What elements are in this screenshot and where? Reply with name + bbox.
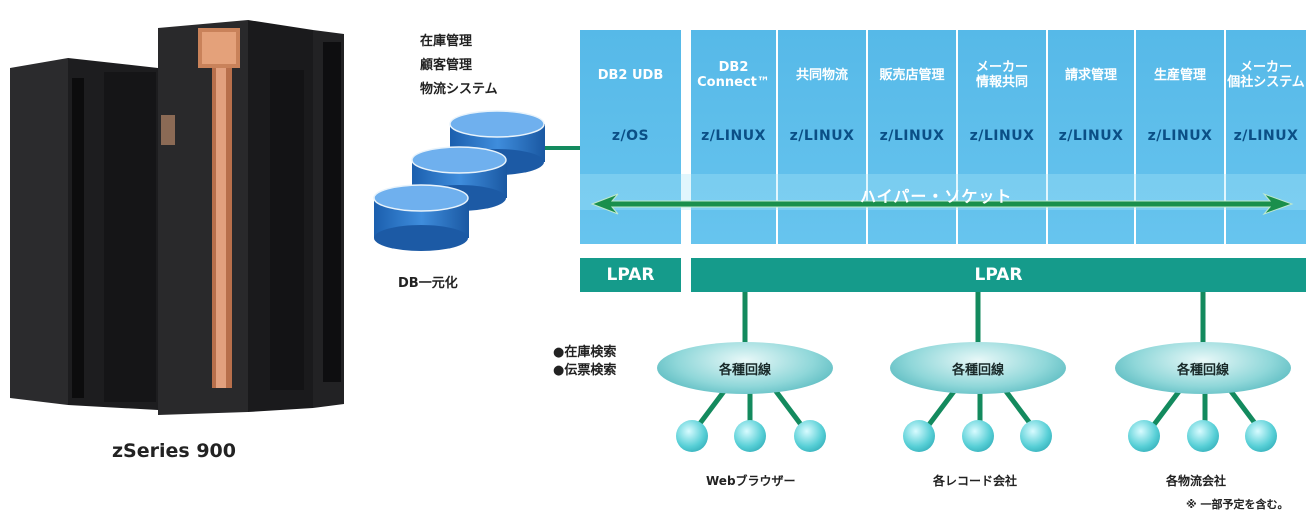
hipersocket-label: ハイパー・ソケット [860, 187, 1013, 206]
client-node [734, 420, 766, 452]
group-label-record: 各レコード会社 [933, 474, 1018, 488]
partition-db2-udb: DB2 UDB z/OS [580, 30, 681, 244]
partition-os: z/LINUX [879, 128, 945, 144]
partition-os: z/LINUX [701, 128, 766, 144]
partition-joint-logistics: 共同物流 z/LINUX [778, 30, 866, 244]
db-label-logistics: 物流システム [420, 82, 498, 97]
db-system-labels: 在庫管理 顧客管理 物流システム [420, 30, 498, 102]
group-label-web: Webブラウザー [706, 474, 796, 488]
client-node [676, 420, 708, 452]
db-label-customer: 顧客管理 [420, 58, 473, 73]
partition-os: z/LINUX [789, 128, 855, 144]
partition-os: z/LINUX [1147, 128, 1213, 144]
network-ellipse-logistics: 各種回線 [1115, 342, 1291, 394]
client-node [1020, 420, 1052, 452]
partition-title: 共同物流 [795, 67, 848, 83]
partition-maker-systems: メーカー 個社システム z/LINUX [1226, 30, 1306, 244]
zseries-server-illustration [8, 20, 348, 415]
partition-dealer-management: 販売店管理 z/LINUX [868, 30, 956, 244]
partition-maker-info-sharing: メーカー 情報共同 z/LINUX [958, 30, 1046, 244]
client-node [1128, 420, 1160, 452]
search-item-slip: ●伝票検索 [553, 363, 617, 378]
partition-os: z/LINUX [1058, 128, 1124, 144]
client-node [1187, 420, 1219, 452]
client-node [1245, 420, 1277, 452]
partition-os: z/LINUX [969, 128, 1035, 144]
partition-title: DB2 Connect™ [697, 60, 770, 90]
partition-os: z/OS [611, 128, 650, 144]
client-node [903, 420, 935, 452]
database-cylinders-icon [373, 110, 545, 251]
group-label-logistics: 各物流会社 [1166, 474, 1227, 488]
partition-production: 生産管理 z/LINUX [1136, 30, 1224, 244]
server-caption: zSeries 900 [112, 440, 236, 462]
partition-billing: 請求管理 z/LINUX [1048, 30, 1134, 244]
partition-db2-connect: DB2 Connect™ z/LINUX [691, 30, 776, 244]
partition-title: DB2 UDB [597, 67, 664, 83]
db-label-inventory: 在庫管理 [420, 34, 473, 49]
network-ellipse-web: 各種回線 [657, 342, 833, 394]
client-node [962, 420, 994, 452]
client-node [794, 420, 826, 452]
partition-title: 請求管理 [1064, 67, 1117, 83]
footnote: ※ 一部予定を含む。 [1186, 498, 1289, 511]
lpar-bar-linux: LPAR [691, 258, 1306, 292]
search-item-inventory: ●在庫検索 [553, 345, 617, 360]
partition-title: メーカー 情報共同 [975, 60, 1028, 90]
network-ellipse-record: 各種回線 [890, 342, 1066, 394]
lpar-bar-zos: LPAR [580, 258, 681, 292]
db-consolidation-note: DB一元化 [398, 276, 458, 291]
partition-title: 生産管理 [1153, 67, 1206, 83]
partition-title: メーカー 個社システム [1227, 60, 1305, 90]
partition-title: 販売店管理 [879, 67, 945, 83]
search-functions: ●在庫検索 ●伝票検索 [553, 344, 616, 380]
partition-os: z/LINUX [1233, 128, 1299, 144]
hipersocket-arrow-icon [590, 192, 1294, 216]
